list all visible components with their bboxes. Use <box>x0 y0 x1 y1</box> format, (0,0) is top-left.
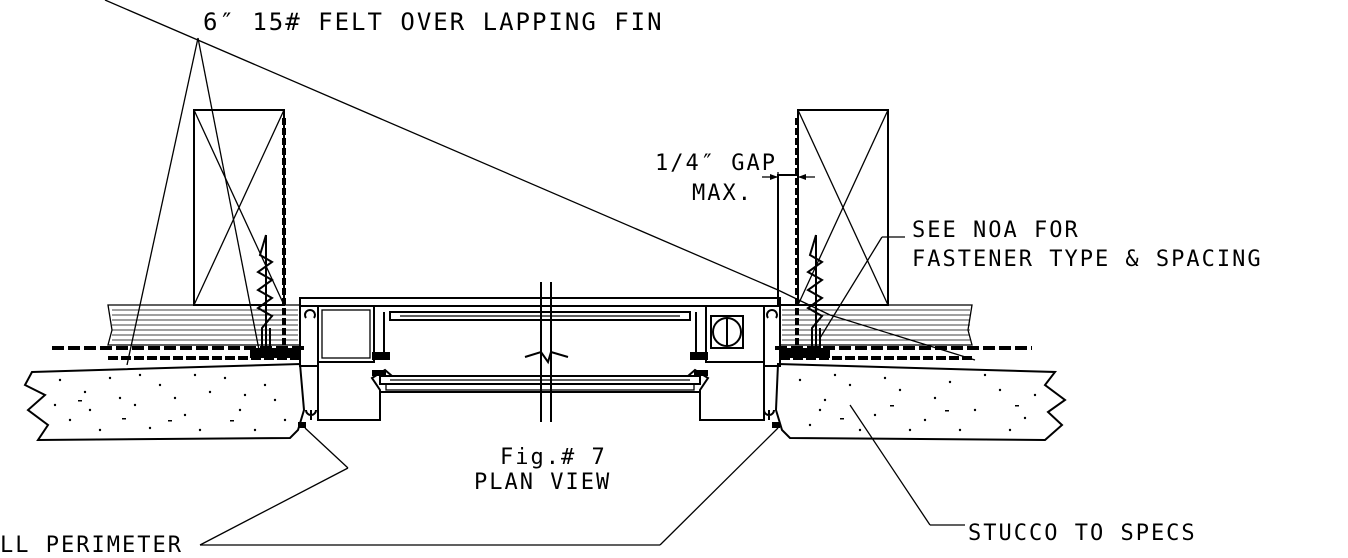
break-line <box>524 282 569 422</box>
right-sheathing <box>779 304 973 346</box>
annotations: 6″ 15# FELT OVER LAPPING FIN 1/4″ GAP MA… <box>0 8 1263 558</box>
right-wood-buck <box>777 109 889 306</box>
gap-label-line2: MAX. <box>692 181 753 206</box>
figure-number: Fig.# 7 <box>500 445 607 470</box>
left-fastener <box>256 234 274 353</box>
left-wood-buck <box>193 109 285 306</box>
noa-label-line1: SEE NOA FOR <box>912 218 1080 243</box>
right-fastener <box>806 234 824 353</box>
noa-label-line2: FASTENER TYPE & SPACING <box>912 247 1263 272</box>
stucco-label: STUCCO TO SPECS <box>968 521 1197 546</box>
figure-title: PLAN VIEW <box>474 470 611 495</box>
perimeter-label: LL PERIMETER <box>0 533 183 558</box>
left-stucco <box>23 362 306 442</box>
right-stucco <box>774 362 1067 442</box>
felt-label: 6″ 15# FELT OVER LAPPING FIN <box>203 8 664 36</box>
left-sheathing <box>107 304 301 346</box>
gap-label-line1: 1/4″ GAP <box>655 151 777 176</box>
